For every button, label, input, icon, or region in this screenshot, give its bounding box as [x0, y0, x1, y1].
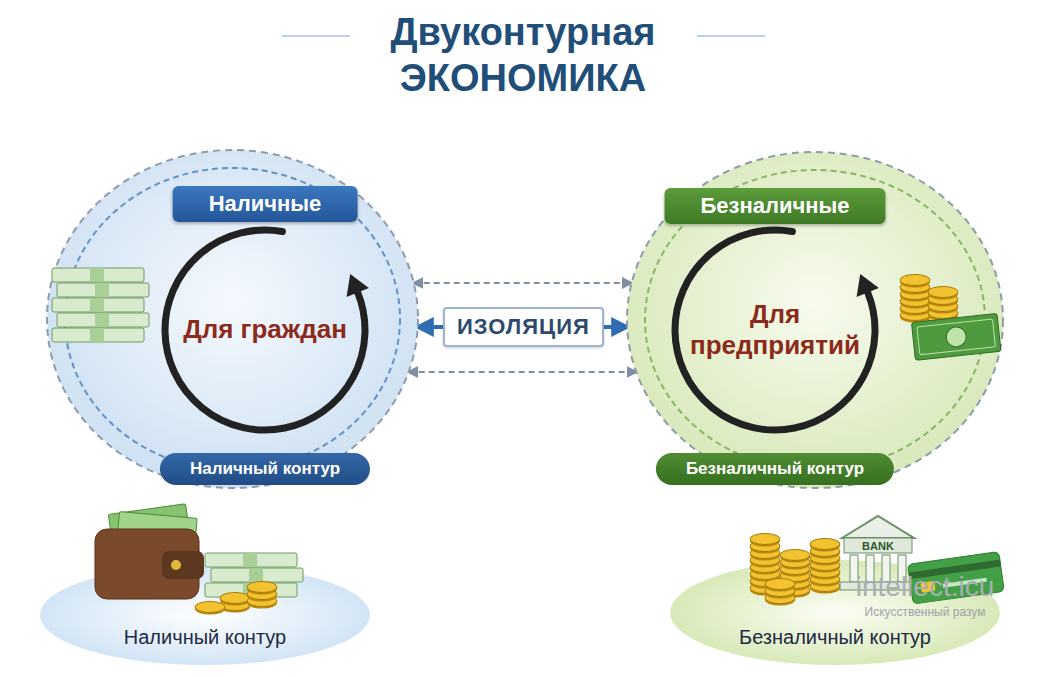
drawing-part — [765, 579, 795, 590]
drawing-part — [911, 313, 1001, 360]
banknote-stack — [205, 553, 303, 597]
bank-sign: BANK — [862, 540, 894, 552]
exchange-link — [414, 282, 632, 284]
contour-circle — [47, 150, 418, 488]
coin-stack — [900, 275, 930, 323]
drawing-part — [220, 593, 250, 604]
isolation-label: ИЗОЛЯЦИЯ — [457, 314, 590, 340]
drawing-part — [95, 283, 109, 297]
banknote — [911, 313, 1001, 360]
contour-band: Наличный контур — [160, 453, 370, 485]
drawing-part — [750, 534, 780, 545]
drawing-part — [247, 582, 277, 593]
drawing-part — [57, 313, 149, 327]
drawing-part — [810, 539, 840, 550]
title-rule — [697, 35, 765, 37]
isolation-arrow — [418, 325, 443, 329]
contour-circle: БезналичныеДля предприятийБезналичный ко… — [625, 150, 1005, 490]
ground-oval — [40, 565, 370, 665]
ground-oval: Наличный контур — [40, 565, 370, 665]
cycle-arrow — [675, 230, 875, 430]
cycle-arrow — [165, 230, 365, 430]
oval-label: Безналичный контур — [739, 626, 931, 649]
drawing-part — [195, 602, 225, 613]
drawing-part — [844, 538, 912, 553]
drawing-part — [90, 268, 104, 282]
drawing-part — [162, 551, 204, 579]
wallet-icon — [95, 504, 204, 599]
diagram-title: Двуконтурная ЭКОНОМИКА — [363, 10, 683, 101]
circle-label: Для граждан — [176, 314, 354, 345]
coin-stack — [195, 602, 225, 615]
drawing-part — [928, 287, 958, 298]
cycle-arrowhead — [347, 274, 369, 297]
drawing-part — [945, 326, 967, 348]
coin-stack — [765, 579, 795, 606]
watermark: intellect.icu — [856, 572, 995, 603]
cycle-arrowhead — [857, 274, 879, 297]
drawing-part — [205, 553, 297, 567]
circle-label: Для предприятий — [686, 299, 864, 361]
banner-heading: Наличные — [173, 186, 358, 222]
ground-oval — [670, 560, 1000, 665]
drawing-part — [780, 550, 810, 561]
drawing-part — [95, 313, 109, 327]
contour-band: Безналичный контур — [656, 453, 894, 485]
drawing-part — [52, 298, 144, 312]
drawing-part — [249, 568, 263, 582]
drawing-part — [57, 283, 149, 297]
drawing-part — [917, 319, 996, 355]
coin-stack — [810, 539, 840, 594]
drawing-part — [211, 568, 303, 582]
oval-label: Наличный контур — [124, 626, 286, 649]
oval-ground — [40, 565, 370, 665]
isolation-box: ИЗОЛЯЦИЯ — [443, 307, 604, 347]
isolation-arrow — [604, 325, 627, 329]
banknote-stack — [52, 268, 149, 342]
drawing-part — [52, 268, 144, 282]
contour-circle — [627, 152, 1003, 488]
drawing-part — [90, 328, 104, 342]
drawing-part — [52, 328, 144, 342]
banner-heading: Безналичные — [664, 188, 885, 224]
title-rule — [282, 35, 350, 37]
exchange-link — [409, 371, 637, 373]
drawing-part — [171, 560, 181, 570]
watermark-subtitle: Искусственный разум — [865, 606, 986, 619]
drawing-part — [243, 553, 257, 567]
drawing-part — [90, 298, 104, 312]
drawing-part — [900, 275, 930, 286]
contour-circle: НаличныеДля гражданНаличный контур — [45, 148, 420, 490]
drawing-part — [842, 516, 914, 538]
coin-stack — [247, 582, 277, 609]
